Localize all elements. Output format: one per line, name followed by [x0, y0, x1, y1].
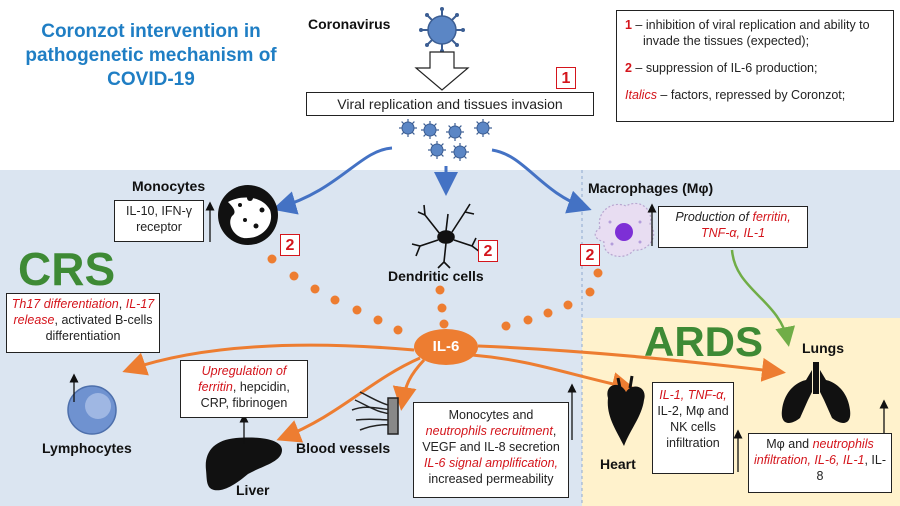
lungs-plain-2: , IL-8	[816, 453, 886, 483]
viral-replication-box: Viral replication and tissues invasion	[306, 92, 594, 116]
legend-text-2: – suppression of IL-6 production;	[631, 61, 818, 75]
block-arrow-icon	[414, 51, 470, 91]
legend-italics-label: Italics	[625, 88, 657, 102]
lungs-icon	[781, 362, 851, 423]
th17-italic: Th17 differentiation	[11, 297, 119, 311]
macrophage-cell-icon	[594, 202, 655, 258]
lungs-plain-1: Mφ and	[766, 437, 813, 451]
marker-2-monocytes: 2	[280, 234, 300, 256]
marker-1: 1	[556, 67, 576, 89]
lungs-italic: neutrophils infiltration, IL-6, IL-1	[753, 437, 874, 467]
blood-vessels-box: Monocytes and neutrophils recruitment, V…	[413, 402, 569, 498]
macro-italic: ferritin, TNF-α, IL-1	[700, 210, 791, 240]
liver-label: Liver	[236, 482, 270, 498]
macrophages-box: Production of ferritin, TNF-α, IL-1	[658, 206, 808, 248]
liver-rest: , hepcidin, CRP, fibrinogen	[200, 380, 290, 410]
coronavirus-label: Coronavirus	[308, 16, 391, 32]
crs-label: CRS	[18, 243, 116, 295]
blood-vessels-label: Blood vessels	[296, 440, 391, 456]
monocytes-label: Monocytes	[132, 178, 206, 194]
arrow-to-macrophages	[491, 148, 592, 214]
il6-path-dots-left	[267, 254, 403, 335]
lymphocytes-label: Lymphocytes	[42, 440, 132, 456]
bv-plain-1: Monocytes and	[448, 408, 534, 422]
dendritic-label: Dendritic cells	[388, 268, 484, 284]
heart-rest: IL-2, Mφ and NK cells infiltration	[657, 404, 729, 450]
monocytes-box: IL-10, IFN-γ receptor	[114, 200, 204, 242]
macrophages-label: Macrophages (Mφ)	[588, 180, 714, 196]
marker-2-macrophages: 2	[580, 244, 600, 266]
bv-plain-3: increased permeability	[428, 472, 554, 486]
ards-label: ARDS	[644, 318, 764, 365]
arrow-to-blood-vessels	[392, 358, 426, 411]
blood-vessels-icon	[351, 391, 399, 435]
legend-num-2: 2	[625, 61, 632, 75]
monocyte-cell-icon	[218, 185, 278, 245]
legend-text-3: – factors, repressed by Coronzot;	[656, 88, 846, 102]
legend-text-1: – inhibition of viral replication and ab…	[631, 18, 870, 48]
heart-icon	[607, 384, 645, 446]
liver-box: Upregulation of ferritin, hepcidin, CRP,…	[180, 360, 308, 418]
arrow-to-heart	[471, 353, 636, 396]
heart-box: IL-1, TNF-α, IL-2, Mφ and NK cells infil…	[652, 382, 734, 474]
macro-prefix: Production of	[675, 210, 753, 224]
arrow-to-lymphocytes	[122, 343, 415, 376]
il17-italic: IL-17 release	[13, 297, 155, 327]
marker-2-dendritic: 2	[478, 240, 498, 262]
bv-italic-2: IL-6 signal amplification,	[423, 456, 559, 470]
dendritic-cell-icon	[411, 203, 481, 269]
lungs-box: Mφ and neutrophils infiltration, IL-6, I…	[748, 433, 892, 493]
heart-label: Heart	[600, 456, 636, 472]
coronavirus-icon	[419, 7, 465, 53]
legend-num-1: 1	[625, 18, 632, 32]
lymphocyte-icon	[67, 385, 117, 435]
arrow-to-lungs	[477, 344, 786, 382]
th17-rest: , activated B-cells differentiation	[45, 313, 153, 343]
liver-icon	[205, 437, 282, 491]
arrow-to-liver	[276, 356, 421, 443]
liver-italic-1: Upregulation of	[201, 364, 287, 378]
il6-path-dots-right	[501, 268, 603, 331]
il6-label: IL-6	[432, 338, 460, 355]
lungs-label: Lungs	[802, 340, 844, 356]
page-title: Coronzot intervention in pathogenetic me…	[25, 21, 277, 90]
arrow-macrophage-to-lungs	[730, 249, 796, 347]
bv-italic-1: neutrophils recruitment	[425, 424, 553, 438]
heart-italic: IL-1, TNF-α,	[659, 388, 727, 402]
il6-node	[414, 329, 478, 365]
liver-italic-2: ferritin	[198, 380, 233, 394]
arrow-to-monocytes	[272, 146, 393, 215]
bv-plain-2: , VEGF and IL-8 secretion	[422, 424, 560, 454]
il6-path-dots-center	[435, 285, 449, 329]
th17-comma: ,	[118, 297, 123, 311]
virions-cluster-icon	[398, 118, 493, 162]
crs-box: Th17 differentiation, IL-17 release, act…	[6, 293, 160, 353]
legend-box: 1 – inhibition of viral replication and …	[616, 10, 894, 122]
